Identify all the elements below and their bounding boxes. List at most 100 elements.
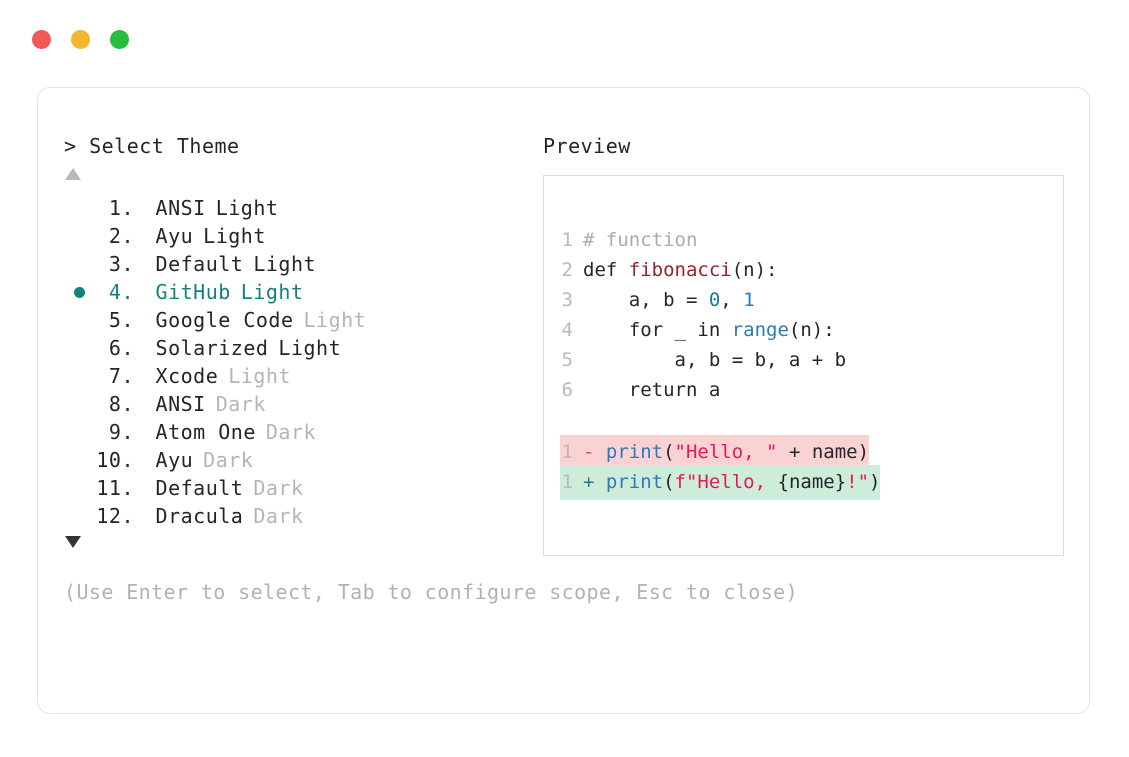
theme-item-number: 2. <box>108 224 134 248</box>
code-line: 1 # function <box>560 225 1063 255</box>
code-token: ) <box>869 471 881 493</box>
diff-body: 1- print("Hello, " + name)1+ print(f"Hel… <box>560 435 1063 500</box>
theme-item-variant: Dark <box>203 448 254 472</box>
window-controls <box>32 30 129 49</box>
theme-item-number: 9. <box>108 420 134 444</box>
theme-list-item[interactable]: 7. Xcode Light <box>64 362 494 390</box>
line-number: 2 <box>561 259 573 281</box>
theme-list-item[interactable]: 4. GitHub Light <box>64 278 494 306</box>
theme-item-variant: Light <box>278 336 342 360</box>
minimize-button[interactable] <box>71 30 90 49</box>
code-token: return a <box>583 379 721 401</box>
spacer <box>134 252 156 276</box>
spacer <box>134 420 156 444</box>
theme-item-name: Default <box>155 476 244 500</box>
selection-indicator <box>64 286 94 298</box>
diff-line-add: 1+ print(f"Hello, {name}!") <box>560 465 1063 500</box>
spacer <box>134 392 156 416</box>
theme-item-name: Dracula <box>155 504 244 528</box>
triangle-up-icon[interactable] <box>65 168 81 180</box>
theme-item-name: GitHub <box>155 280 231 304</box>
code-token: (n): <box>731 259 778 281</box>
spacer <box>134 504 156 528</box>
code-token: print <box>605 441 664 463</box>
theme-item-variant: Light <box>228 364 291 388</box>
code-token: a, b = <box>583 289 709 311</box>
spacer <box>134 280 156 304</box>
theme-item-name: Xcode <box>155 364 219 388</box>
diff-highlight: 1+ print(f"Hello, {name}!") <box>560 465 881 500</box>
preview-label: Preview <box>543 134 631 158</box>
code-token: a, b = b, a + b <box>583 349 847 371</box>
triangle-down-icon[interactable] <box>65 536 81 548</box>
code-token: 1 <box>743 289 755 311</box>
line-number: 1 <box>561 441 573 463</box>
theme-item-variant: Dark <box>265 420 317 444</box>
theme-item-number: 4. <box>108 280 134 304</box>
diff-line-del: 1- print("Hello, " + name) <box>560 435 1063 470</box>
theme-list-item[interactable]: 6. Solarized Light <box>64 334 494 362</box>
diff-highlight: 1- print("Hello, " + name) <box>560 435 870 470</box>
theme-list-item[interactable]: 10. Ayu Dark <box>64 446 494 474</box>
theme-item-number: 1. <box>108 196 134 220</box>
theme-item-variant: Light <box>303 308 367 332</box>
select-theme-prompt: > Select Theme <box>64 134 240 158</box>
code-token: {name} <box>777 471 847 493</box>
theme-item-name: Ayu <box>155 224 194 248</box>
code-token: , <box>720 289 744 311</box>
code-token: range <box>731 319 789 341</box>
code-token: fibonacci <box>628 259 732 281</box>
spacer <box>134 448 156 472</box>
code-token: # function <box>583 229 698 251</box>
maximize-button[interactable] <box>110 30 129 49</box>
diff-marker: + <box>583 471 606 493</box>
theme-item-variant: Light <box>203 224 266 248</box>
spacer <box>134 224 156 248</box>
code-token: (n): <box>788 319 835 341</box>
line-number: 3 <box>561 289 573 311</box>
theme-list-item[interactable]: 9. Atom One Dark <box>64 418 494 446</box>
theme-item-variant: Dark <box>253 504 304 528</box>
theme-item-number: 6. <box>108 336 134 360</box>
spacer <box>134 196 156 220</box>
theme-item-variant: Dark <box>253 476 304 500</box>
line-number: 1 <box>561 471 573 493</box>
theme-item-name: Ayu <box>155 448 194 472</box>
spacer <box>134 364 156 388</box>
code-token: !" <box>846 471 870 493</box>
theme-item-variant: Light <box>253 252 317 276</box>
line-number: 1 <box>561 229 573 251</box>
theme-item-variant: Light <box>215 196 279 220</box>
code-token: ( <box>663 471 675 493</box>
theme-item-number: 7. <box>108 364 134 388</box>
close-button[interactable] <box>32 30 51 49</box>
theme-item-name: ANSI <box>155 392 206 416</box>
theme-item-number: 10. <box>96 448 134 472</box>
theme-item-number: 3. <box>108 252 134 276</box>
diff-marker: - <box>583 441 606 463</box>
line-number: 5 <box>561 349 573 371</box>
code-token: "Hello, " <box>674 441 778 463</box>
theme-item-name: Atom One <box>155 420 256 444</box>
theme-item-name: Solarized <box>155 336 269 360</box>
line-number: 4 <box>561 319 573 341</box>
theme-list-item[interactable]: 2. Ayu Light <box>64 222 494 250</box>
theme-item-variant: Light <box>240 280 304 304</box>
theme-item-number: 8. <box>108 392 134 416</box>
spacer <box>134 476 156 500</box>
keyboard-hint: (Use Enter to select, Tab to configure s… <box>64 580 799 604</box>
code-line: 3 a, b = 0, 1 <box>560 285 1063 315</box>
